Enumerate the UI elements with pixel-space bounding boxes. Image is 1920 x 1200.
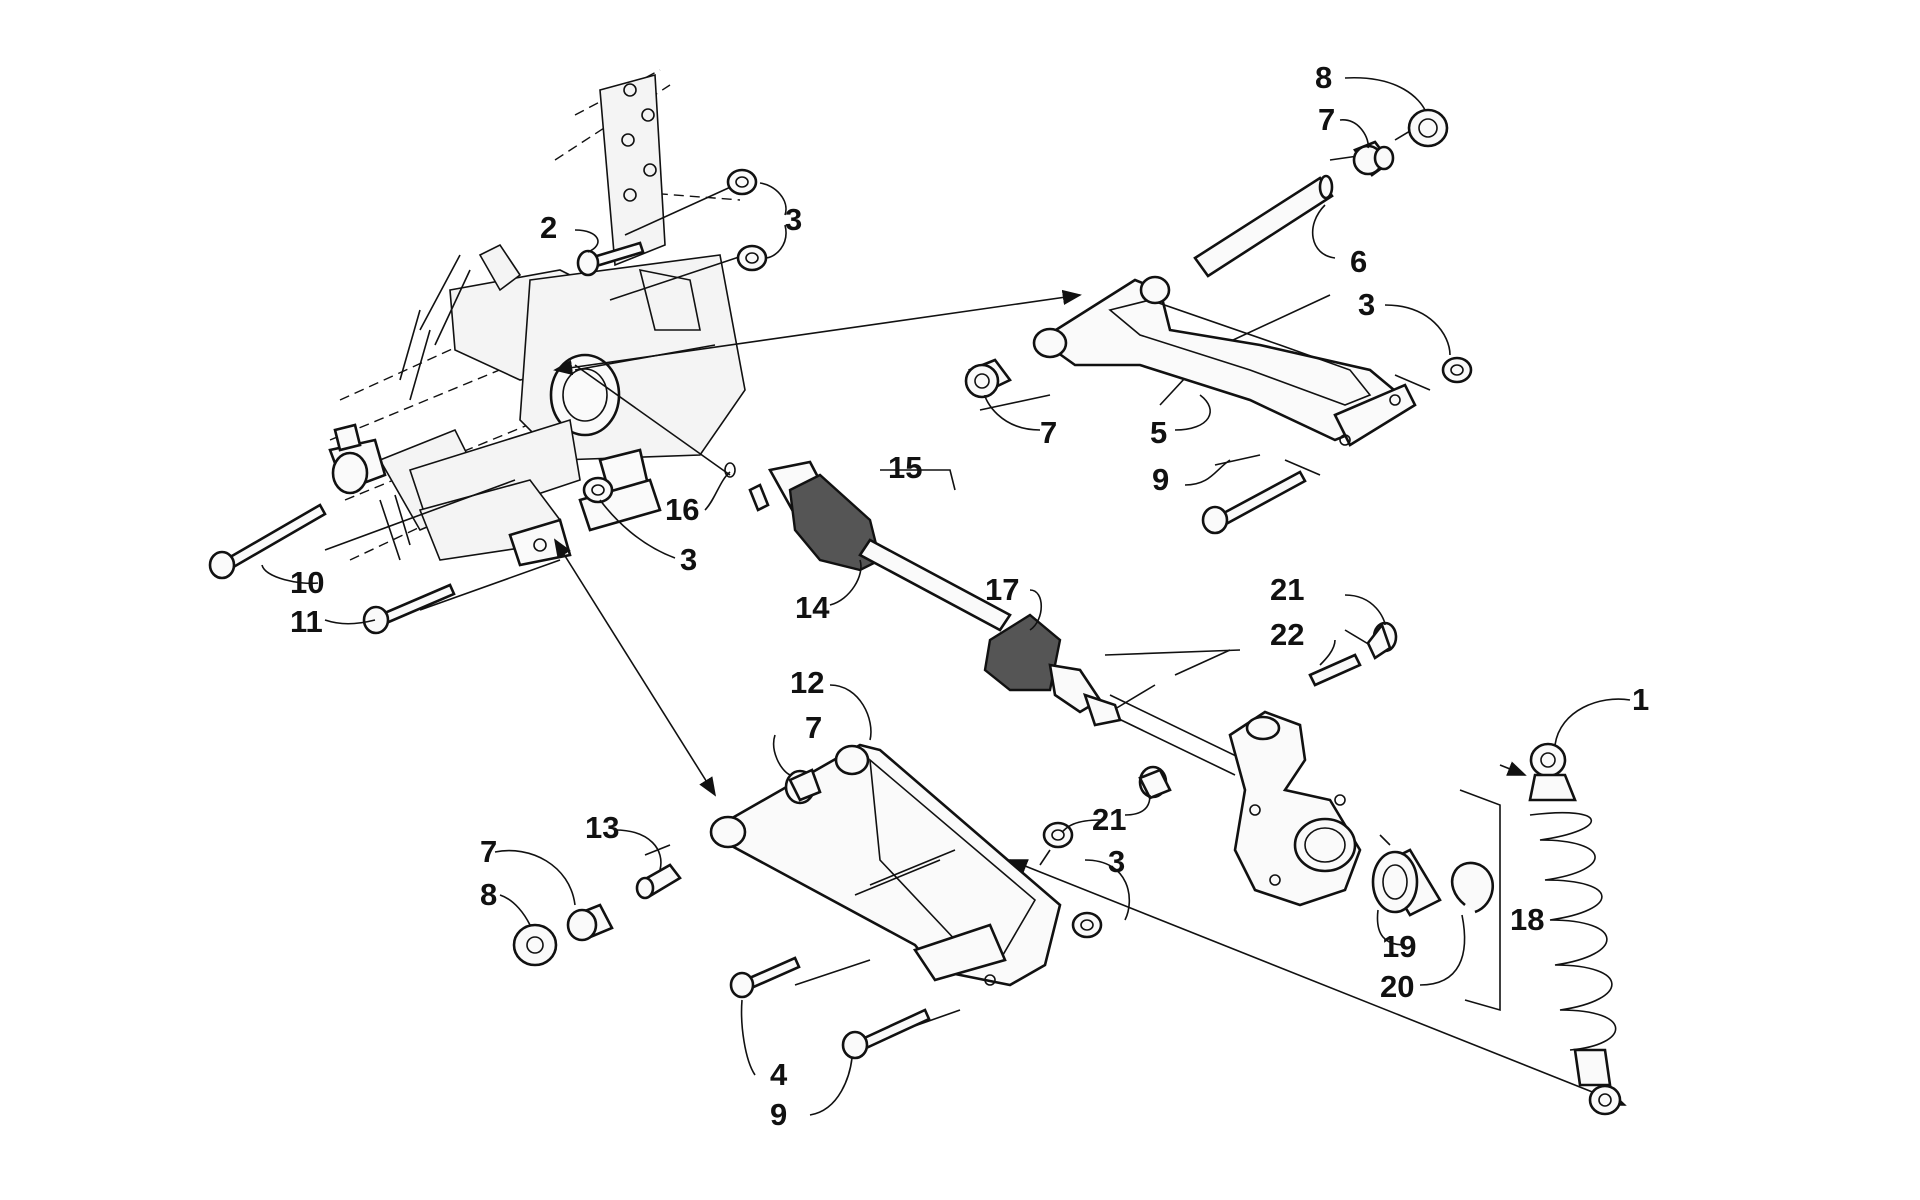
pin-22 [1308, 653, 1362, 687]
callout-11: 11 [290, 604, 323, 639]
callout-3-frame-top: 3 [785, 202, 802, 237]
upper-pivot-shaft [1193, 174, 1334, 278]
upper-a-arm [1032, 275, 1417, 447]
callout-18: 18 [1510, 902, 1544, 937]
shock-absorber [1528, 742, 1622, 1116]
callout-7-top: 7 [1318, 102, 1335, 137]
callout-7-upper-arm: 7 [1040, 415, 1057, 450]
wheel-bearing [1371, 848, 1442, 917]
callout-7-lower-left: 7 [480, 834, 497, 869]
bushing-lower-arm [784, 768, 822, 805]
lower-a-arm [709, 743, 1062, 987]
callout-5: 5 [1150, 415, 1167, 450]
callout-13: 13 [585, 810, 619, 845]
callout-1: 1 [1632, 682, 1649, 717]
callout-20: 20 [1380, 969, 1414, 1004]
callout-12: 12 [790, 665, 824, 700]
bushing-21-knuckle [1138, 765, 1172, 800]
callout-10: 10 [290, 565, 324, 600]
callout-14: 14 [795, 590, 830, 625]
bolt-9-lower [841, 1008, 931, 1060]
seal-cap-lower-left [512, 923, 558, 967]
seal-cap-upper-right [1407, 108, 1449, 148]
callout-leaders [261, 77, 1631, 1116]
callout-16: 16 [665, 492, 699, 527]
callout-8-lower-left: 8 [480, 877, 497, 912]
nut-upper-arm [1441, 356, 1473, 384]
bushing-lower-left [566, 903, 614, 942]
bushing-upper-left [964, 358, 1012, 399]
bolt-4 [729, 956, 801, 999]
shock-kit-bracket [1459, 789, 1501, 1012]
callout-labels: 8 7 2 3 6 3 7 5 9 15 16 3 10 11 14 17 21… [290, 60, 1649, 1132]
frame-assembly [328, 69, 746, 567]
bolt-11 [362, 583, 456, 635]
steering-knuckle [1228, 710, 1362, 907]
bolt-9-upper [1201, 470, 1307, 535]
cv-axle-assembly [724, 460, 1122, 727]
snap-ring [1450, 861, 1495, 914]
callout-9-upper: 9 [1152, 462, 1169, 497]
callout-8-top: 8 [1315, 60, 1332, 95]
callout-9-lower: 9 [770, 1097, 787, 1132]
callout-17: 17 [985, 572, 1019, 607]
nut-lower-arm-bottom [1071, 911, 1103, 939]
bushing-upper-right [1352, 140, 1395, 177]
callout-3-frame-low: 3 [680, 542, 697, 577]
nut-frame-top [726, 168, 758, 196]
nut-frame-mid [736, 244, 768, 272]
pivot-tube-13 [635, 863, 682, 900]
callout-4: 4 [770, 1057, 788, 1092]
callout-2: 2 [540, 210, 557, 245]
callout-21-knuckle: 21 [1092, 802, 1126, 837]
callout-19: 19 [1382, 929, 1416, 964]
callout-3-lower-arm: 3 [1108, 844, 1125, 879]
callout-7-lower-arm: 7 [805, 710, 822, 745]
bolt-10 [208, 503, 327, 580]
bushing-21-top [1366, 621, 1398, 660]
callout-22: 22 [1270, 617, 1304, 652]
callout-6: 6 [1350, 244, 1367, 279]
bolt-2 [576, 241, 645, 277]
nut-frame-low [582, 476, 614, 504]
callout-15: 15 [888, 450, 922, 485]
callout-3-upper-arm: 3 [1358, 287, 1375, 322]
callout-21-top: 21 [1270, 572, 1304, 607]
